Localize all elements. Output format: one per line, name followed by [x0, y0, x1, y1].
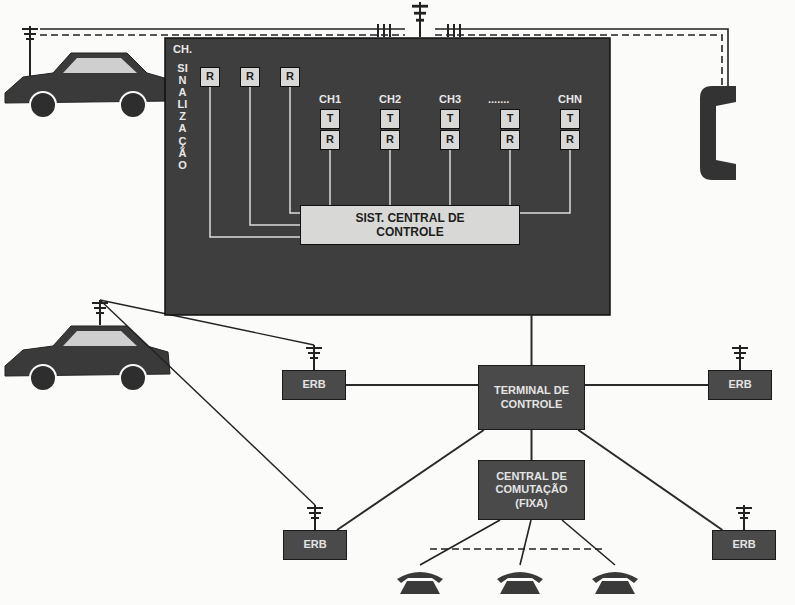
antenna-mast — [29, 51, 31, 76]
connector-line — [337, 430, 484, 530]
node-label: TERMINAL DE CONTROLE — [492, 384, 572, 410]
node-label: R — [246, 70, 254, 83]
connector-line — [449, 150, 451, 205]
node-label: ERB — [728, 378, 751, 391]
receiver-box: R — [440, 130, 460, 149]
channel-caption: CH. — [173, 43, 192, 56]
channel-marks — [448, 24, 460, 37]
base-station-housing: CH.SINALIZAÇÃORRRCH1TRCH2TRCH3TRTRCHNTRS… — [165, 38, 610, 315]
connector-line — [531, 430, 533, 460]
node-label: T — [327, 112, 334, 125]
channel-label: CH2 — [379, 93, 401, 106]
terminal-box: TERMINAL DE CONTROLE — [478, 365, 585, 430]
radio-link-dashed — [40, 34, 405, 36]
base-antenna — [412, 2, 428, 37]
fixed-line — [562, 520, 615, 565]
node-label: T — [567, 112, 574, 125]
fixed-phone — [497, 572, 543, 594]
connector-line — [346, 384, 478, 386]
node-label: R — [446, 133, 454, 146]
fixed-line-dashed — [430, 548, 606, 550]
ellipsis-label: ....... — [488, 93, 509, 105]
receiver-box: R — [200, 67, 220, 86]
receiver-box: R — [280, 67, 300, 86]
central-control-box: SIST. CENTRAL DE CONTROLE — [300, 205, 520, 245]
connector-line — [578, 430, 722, 530]
erb-antenna — [307, 505, 323, 530]
transmitter-box: CH3T — [440, 109, 460, 128]
connector-line — [250, 87, 300, 225]
node-label: T — [447, 112, 454, 125]
car-antenna — [22, 26, 38, 51]
node-label: T — [507, 112, 514, 125]
erb-box: ERB — [282, 370, 346, 400]
fixed-phone — [397, 572, 443, 594]
car-antenna — [92, 300, 108, 325]
transmitter-box: T — [500, 109, 520, 128]
node-label: CENTRAL DE COMUTAÇÃO (FIXA) — [484, 470, 579, 510]
transmitter-box: CHNT — [560, 109, 580, 128]
erb-box: ERB — [283, 530, 347, 560]
receiver-box: R — [240, 67, 260, 86]
erb-box: ERB — [708, 370, 772, 400]
node-label: ERB — [732, 538, 755, 551]
node-label: R — [506, 133, 514, 146]
erb-box: ERB — [712, 530, 776, 560]
fixed-line — [420, 520, 500, 565]
housing-fill — [165, 38, 610, 315]
connector-line — [329, 150, 331, 205]
node-label: R — [326, 133, 334, 146]
connector-line — [585, 384, 708, 386]
receiver-box: R — [560, 130, 580, 149]
connector-line — [210, 87, 300, 237]
switching-center-box: CENTRAL DE COMUTAÇÃO (FIXA) — [478, 460, 585, 520]
channel-marks — [378, 24, 390, 37]
fixed-line — [520, 520, 531, 565]
connector-line — [509, 150, 511, 205]
channel-label: CHN — [558, 93, 582, 106]
erb-antenna — [306, 345, 322, 370]
fixed-phone — [592, 572, 638, 594]
node-label: R — [386, 133, 394, 146]
signalling-caption: SINALIZAÇÃO — [177, 62, 188, 171]
erb-antenna — [732, 345, 748, 370]
connector-line — [389, 150, 391, 205]
node-label: R — [206, 70, 214, 83]
receiver-box: R — [500, 130, 520, 149]
mobile-car — [5, 326, 170, 391]
transmitter-box: CH2T — [380, 109, 400, 128]
node-label: R — [566, 133, 574, 146]
channel-label: CH3 — [439, 93, 461, 106]
receiver-box: R — [380, 130, 400, 149]
node-label: T — [387, 112, 394, 125]
node-label: SIST. CENTRAL DE CONTROLE — [350, 211, 470, 240]
channel-label: CH1 — [319, 93, 341, 106]
node-label: R — [286, 70, 294, 83]
radio-link-solid — [40, 28, 405, 30]
node-label: ERB — [303, 538, 326, 551]
telephone-handset — [700, 86, 736, 180]
connector-line — [290, 87, 300, 213]
erb-antenna — [736, 505, 752, 530]
node-label: ERB — [302, 378, 325, 391]
receiver-box: R — [320, 130, 340, 149]
transmitter-box: CH1T — [320, 109, 340, 128]
connector-line — [531, 315, 533, 365]
radio-path — [100, 300, 315, 505]
connector-line — [520, 150, 570, 213]
